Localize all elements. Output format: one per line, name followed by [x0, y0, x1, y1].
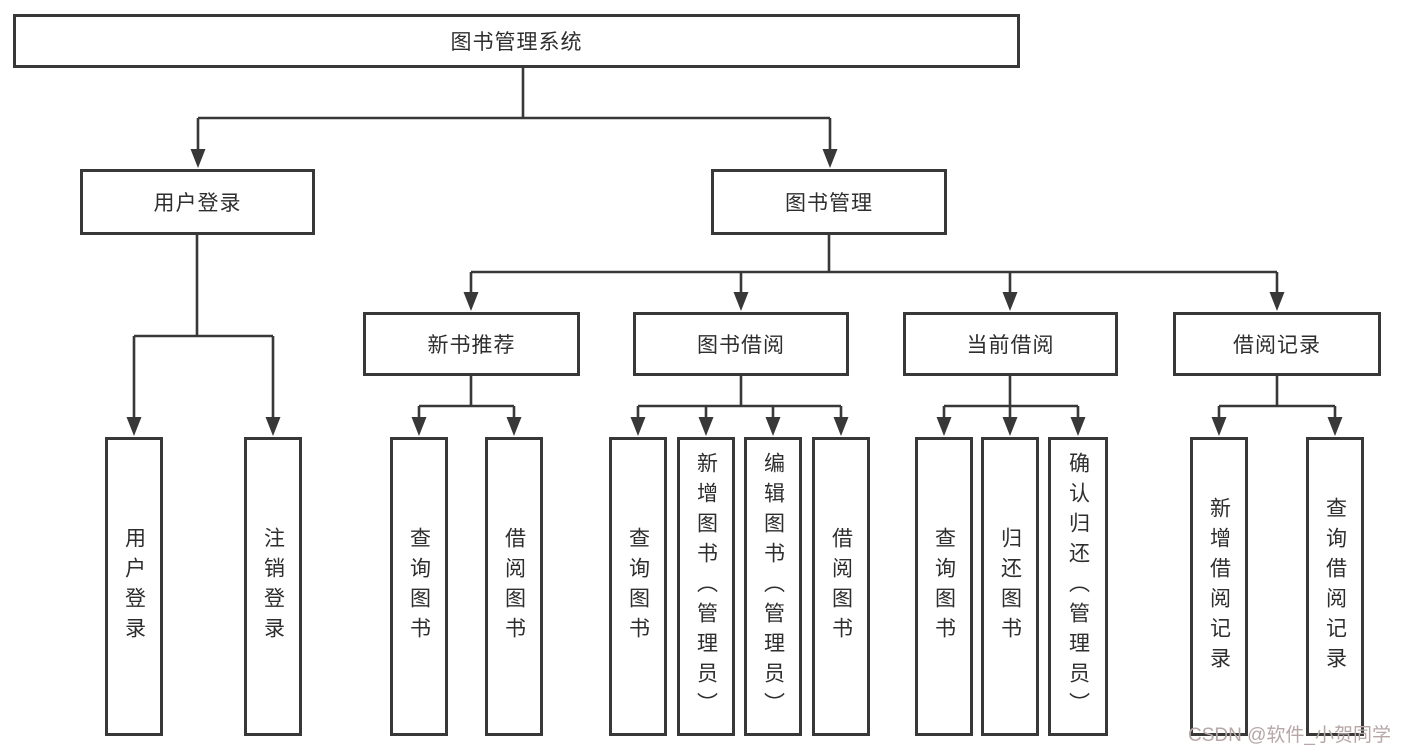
connector-current-borrow-children: [936, 376, 1086, 436]
leaf-borrow-books: 借阅图书: [485, 437, 543, 736]
leaf-label: 注销登录: [261, 526, 285, 647]
leaf-query-books: 查询图书: [609, 437, 667, 736]
connector-new-book-children: [411, 376, 522, 436]
leaf-label: 借阅图书: [829, 526, 853, 647]
node-label: 图书管理系统: [450, 31, 583, 54]
connector-line: [1217, 376, 1337, 418]
leaf-add-books-admin: 新增图书（管理员）: [677, 437, 735, 736]
connector-user-login-children: [126, 235, 281, 436]
arrow-down-icon: [833, 417, 849, 436]
node-label: 当前借阅: [966, 334, 1055, 357]
arrow-down-icon: [265, 417, 281, 436]
node-user-login: 用户登录: [80, 169, 315, 235]
arrow-down-icon: [630, 417, 646, 436]
leaf-label: 查询图书: [407, 526, 431, 647]
node-label: 图书借阅: [697, 334, 785, 357]
leaf-edit-books-admin: 编辑图书（管理员）: [744, 437, 802, 736]
node-label: 新书推荐: [427, 334, 516, 357]
leaf-label: 新增借阅记录: [1207, 496, 1231, 677]
arrow-down-icon: [698, 417, 714, 436]
connector-line: [196, 68, 832, 151]
arrow-down-icon: [190, 149, 206, 168]
arrow-down-icon: [463, 292, 479, 311]
arrow-down-icon: [733, 292, 749, 311]
leaf-add-borrow-record: 新增借阅记录: [1190, 437, 1248, 736]
leaf-logout: 注销登录: [244, 437, 302, 736]
connector-line: [417, 376, 516, 418]
node-current-borrowing: 当前借阅: [903, 312, 1118, 376]
leaf-user-login: 用户登录: [105, 437, 163, 736]
connector-book-borrow-children: [630, 376, 849, 436]
node-borrowing-records: 借阅记录: [1173, 312, 1381, 376]
leaf-label: 归还图书: [998, 526, 1022, 647]
node-label: 借阅记录: [1233, 334, 1321, 357]
leaf-label: 新增图书（管理员）: [694, 451, 718, 722]
arrow-down-icon: [411, 417, 427, 436]
node-book-borrowing: 图书借阅: [633, 312, 849, 376]
arrow-down-icon: [822, 149, 838, 168]
leaf-query-borrow-record: 查询借阅记录: [1306, 437, 1364, 736]
node-label: 用户登录: [153, 192, 242, 215]
arrow-down-icon: [1002, 292, 1018, 311]
connector-line: [132, 235, 275, 418]
arrow-down-icon: [936, 417, 952, 436]
leaf-query-books: 查询图书: [915, 437, 973, 736]
arrow-down-icon: [1327, 417, 1343, 436]
connector-root-to-level1: [190, 68, 838, 168]
connector-book-management-children: [463, 235, 1285, 311]
connector-line: [942, 376, 1080, 418]
connector-borrow-record-children: [1211, 376, 1343, 436]
leaf-label: 查询图书: [626, 526, 650, 647]
arrow-down-icon: [506, 417, 522, 436]
arrow-down-icon: [1211, 417, 1227, 436]
node-book-management: 图书管理: [711, 169, 947, 235]
arrow-down-icon: [1002, 417, 1018, 436]
arrow-down-icon: [1269, 292, 1285, 311]
leaf-return-books: 归还图书: [981, 437, 1039, 736]
leaf-label: 编辑图书（管理员）: [761, 451, 785, 722]
node-new-book-recommendation: 新书推荐: [363, 312, 580, 376]
connector-line: [469, 235, 1279, 294]
leaf-borrow-books: 借阅图书: [812, 437, 870, 736]
leaf-confirm-return-admin: 确认归还（管理员）: [1048, 437, 1108, 736]
csdn-watermark: CSDN @软件_小贺同学: [1188, 725, 1391, 746]
arrow-down-icon: [765, 417, 781, 436]
leaf-query-books: 查询图书: [390, 437, 448, 736]
connector-line: [636, 376, 843, 418]
arrow-down-icon: [126, 417, 142, 436]
node-label: 图书管理: [785, 192, 873, 215]
leaf-label: 确认归还（管理员）: [1066, 451, 1090, 722]
leaf-label: 用户登录: [122, 526, 146, 647]
leaf-label: 查询借阅记录: [1323, 496, 1347, 677]
leaf-label: 查询图书: [932, 526, 956, 647]
node-library-management-system: 图书管理系统: [13, 14, 1020, 68]
leaf-label: 借阅图书: [502, 526, 526, 647]
arrow-down-icon: [1070, 417, 1086, 436]
